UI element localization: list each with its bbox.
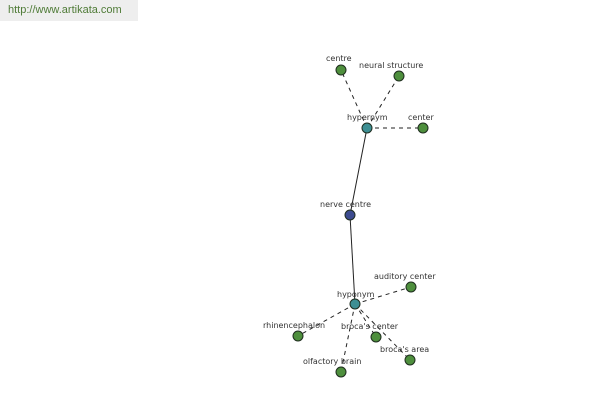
edge-hyponym-olfactory-brain: [340, 303, 356, 373]
label-olfactory-brain: olfactory brain: [303, 357, 361, 366]
node-nerve-centre[interactable]: [344, 209, 356, 221]
node-center[interactable]: [417, 122, 429, 134]
label-hypernym: hypernym: [347, 113, 388, 122]
label-brocas-area: broca's area: [380, 345, 429, 354]
url-banner: http://www.artikata.com: [0, 0, 138, 21]
site-url-link[interactable]: http://www.artikata.com: [8, 4, 122, 16]
label-hyponym: hyponym: [337, 290, 375, 299]
node-hyponym[interactable]: [349, 298, 361, 310]
node-auditory-center[interactable]: [405, 281, 417, 293]
label-centre: centre: [326, 54, 352, 63]
node-brocas-area[interactable]: [404, 354, 416, 366]
edge-nerve-centre-hyponym: [349, 214, 356, 305]
node-brocas-center[interactable]: [370, 331, 382, 343]
edge-nerve-centre-hypernym: [349, 127, 368, 216]
edge-hyponym-auditory-center: [354, 286, 412, 305]
label-center: center: [408, 113, 434, 122]
label-rhinencephalon: rhinencephalon: [263, 321, 325, 330]
label-neural-structure: neural structure: [359, 61, 423, 70]
edge-hyponym-rhinencephalon: [297, 303, 356, 337]
label-nerve-centre: nerve centre: [320, 200, 371, 209]
edge-hypernym-centre: [340, 69, 368, 129]
node-rhinencephalon[interactable]: [292, 330, 304, 342]
label-auditory-center: auditory center: [374, 272, 436, 281]
node-centre[interactable]: [335, 64, 347, 76]
label-brocas-center: broca's center: [341, 322, 399, 331]
edge-hyponym-brocas-area: [354, 303, 411, 361]
node-olfactory-brain[interactable]: [335, 366, 347, 378]
node-neural-structure[interactable]: [393, 70, 405, 82]
edge-hypernym-neural-structure: [366, 75, 400, 129]
edge-hyponym-brocas-center: [354, 303, 377, 338]
node-hypernym[interactable]: [361, 122, 373, 134]
